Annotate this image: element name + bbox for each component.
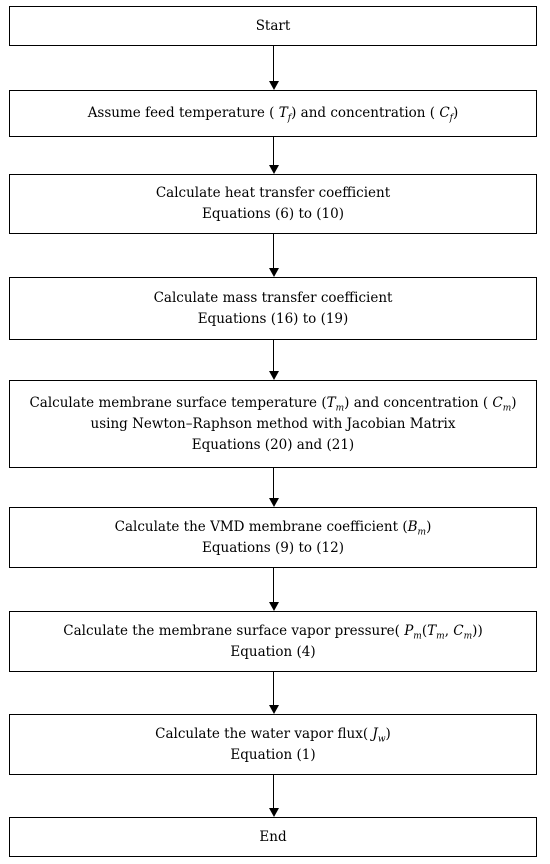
arrow-pressure-to-flux: [268, 672, 279, 714]
water-flux-symbol: Jw: [372, 725, 386, 745]
arrow-mass-to-membrane: [268, 340, 279, 380]
assume-feed-box: Assume feed temperature ( Tf) and concen…: [9, 90, 537, 137]
end-box: End: [9, 817, 537, 857]
membrane-surface-title: Calculate membrane surface temperature (…: [29, 394, 517, 414]
end-label: End: [259, 828, 287, 845]
start-box: Start: [9, 6, 537, 46]
heat-transfer-equations: Equations (6) to (10): [202, 206, 344, 222]
heat-transfer-title: Calculate heat transfer coefficient: [155, 185, 391, 201]
water-vapor-flux-title: Calculate the water vapor flux( Jw): [155, 725, 391, 745]
heat-transfer-box: Calculate heat transfer coefficient Equa…: [9, 174, 537, 234]
membrane-surface-box: Calculate membrane surface temperature (…: [9, 380, 537, 468]
arrow-membrane-to-vmd: [268, 468, 279, 507]
mass-transfer-equations: Equations (16) to (19): [197, 310, 349, 327]
vapor-pressure-title: Calculate the membrane surface vapor pre…: [63, 622, 483, 642]
membrane-surface-equations: Equations (20) and (21): [191, 436, 355, 453]
mass-transfer-box: Calculate mass transfer coefficient Equa…: [9, 277, 537, 340]
vapor-pressure-symbol: Pm: [404, 622, 422, 642]
membrane-concentration-symbol: Cm: [492, 394, 512, 414]
arrow-vmd-to-pressure: [268, 568, 279, 611]
feed-temperature-symbol: Tf: [278, 105, 292, 124]
membrane-surface-method: using Newton–Raphson method with Jacobia…: [90, 415, 456, 432]
vmd-coefficient-equations: Equations (9) to (12): [202, 539, 344, 556]
arrow-start-to-assume: [268, 46, 279, 90]
start-label: Start: [255, 17, 291, 34]
mass-transfer-title: Calculate mass transfer coefficient: [153, 289, 393, 306]
arrow-heat-to-mass: [268, 234, 279, 277]
arrow-flux-to-end: [268, 775, 279, 817]
membrane-coefficient-symbol: Bm: [407, 518, 427, 538]
membrane-temperature-symbol: Tm: [326, 394, 345, 414]
vmd-coefficient-title: Calculate the VMD membrane coefficient (…: [114, 518, 432, 538]
vapor-pressure-box: Calculate the membrane surface vapor pre…: [9, 611, 537, 672]
vapor-pressure-equation: Equation (4): [230, 643, 316, 660]
water-vapor-flux-equation: Equation (1): [230, 746, 316, 763]
arrow-assume-to-heat: [268, 137, 279, 174]
assume-feed-text: Assume feed temperature ( Tf) and concen…: [87, 105, 459, 124]
feed-concentration-symbol: Cf: [439, 105, 454, 124]
vmd-coefficient-box: Calculate the VMD membrane coefficient (…: [9, 507, 537, 568]
water-vapor-flux-box: Calculate the water vapor flux( Jw) Equa…: [9, 714, 537, 775]
